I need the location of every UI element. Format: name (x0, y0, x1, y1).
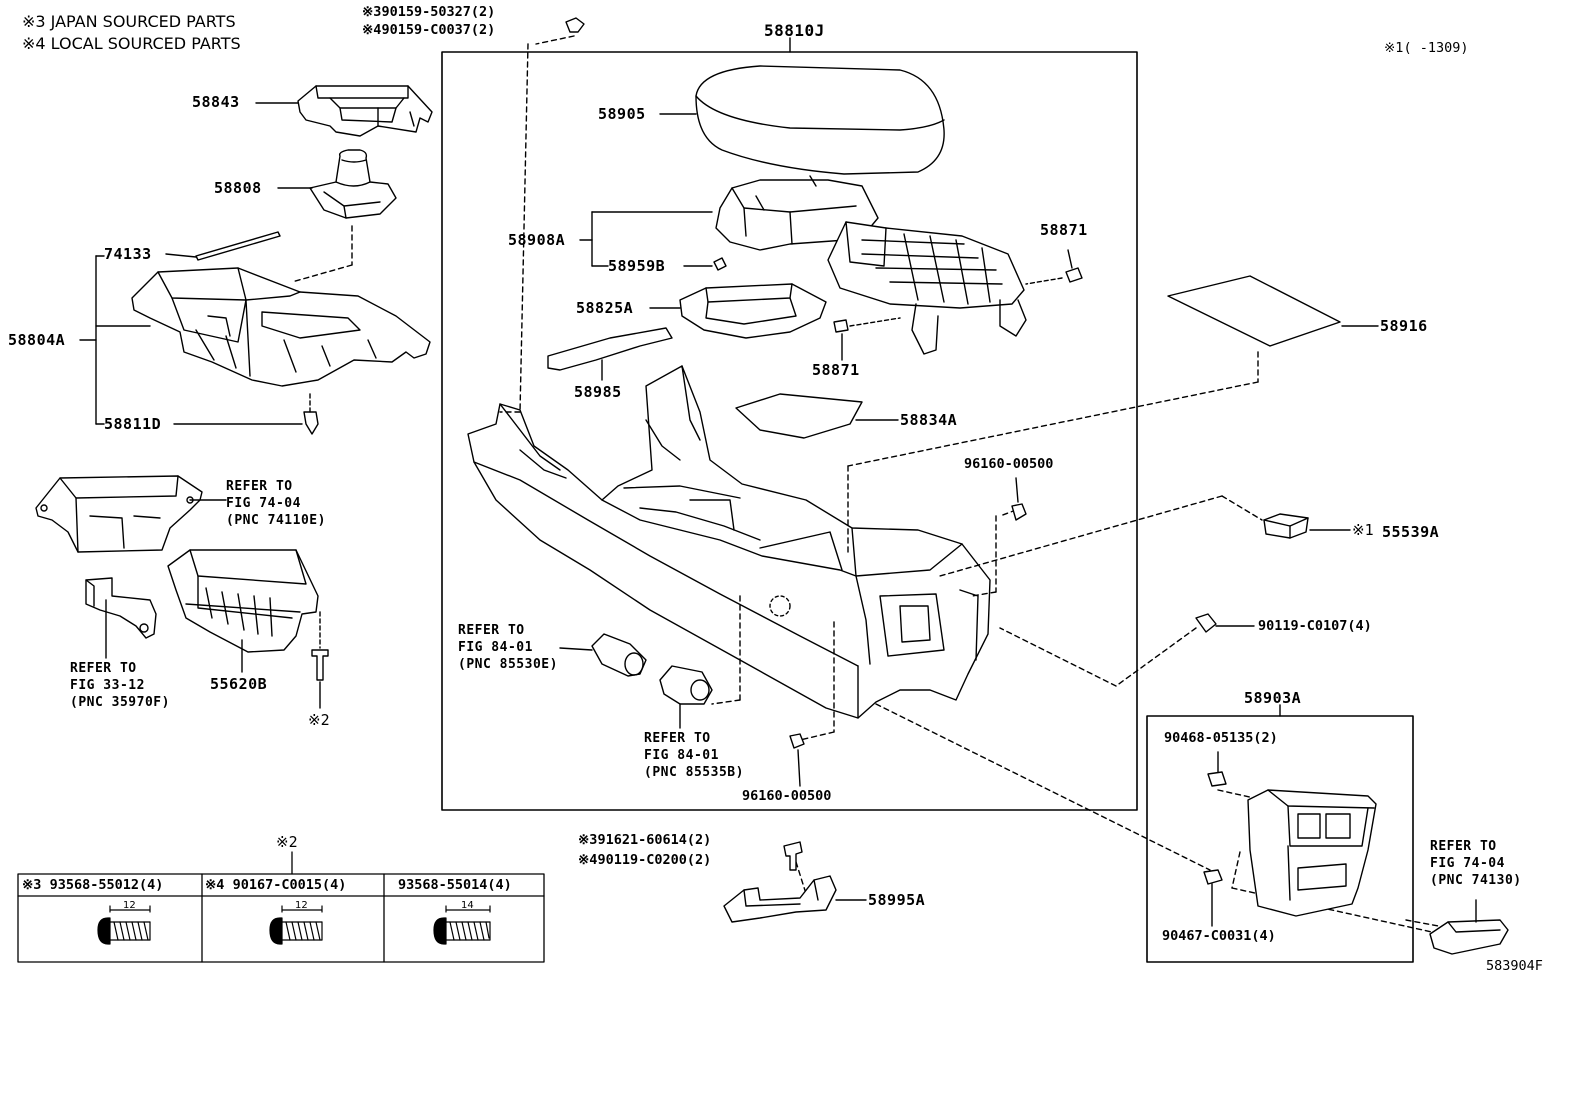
part-55620B-box (167, 549, 319, 653)
label-96160-upper[interactable]: 96160-00500 (964, 456, 1054, 472)
label-58811D[interactable]: 58811D (104, 415, 162, 433)
refer-line: (PNC 35970F) (70, 695, 170, 710)
part-35970F-ref (85, 577, 157, 639)
label-96160-lower[interactable]: 96160-00500 (742, 788, 832, 804)
bolt-table-header-1: ※3 93568-55012(4) (22, 877, 164, 893)
refer-line: FIG 33-12 (70, 678, 145, 693)
label-58871-upper[interactable]: 58871 (1040, 221, 1088, 239)
part-console-body (467, 365, 991, 719)
part-90467-clip (1203, 869, 1223, 885)
refer-line: FIG 84-01 (644, 748, 719, 763)
label-58843[interactable]: 58843 (192, 93, 240, 111)
label-90468[interactable]: 90468-05135(2) (1164, 730, 1278, 746)
part-58825A-tray (679, 283, 827, 339)
part-55539A-socket (1263, 513, 1309, 539)
label-58871-lower[interactable]: 58871 (812, 361, 860, 379)
label-58995A[interactable]: 58995A (868, 891, 926, 909)
part-58834A-mat (735, 393, 863, 439)
refer-74130[interactable]: REFER TO FIG 74-04 (PNC 74130) (1430, 838, 1522, 889)
refer-line: (PNC 85530E) (458, 657, 558, 672)
label-58908A[interactable]: 58908A (508, 231, 566, 249)
bolt-dim-3: 14 (461, 900, 474, 911)
part-74130-ref (1429, 919, 1509, 955)
part-58808-boot (309, 149, 397, 219)
refer-line: REFER TO (1430, 839, 1497, 854)
bolt-dim-2: 12 (295, 900, 308, 911)
label-screw-top-1: ※390159-50327(2) (362, 4, 496, 20)
refer-line: (PNC 85535B) (644, 765, 744, 780)
part-58871-trayframe (827, 221, 1027, 355)
part-74110E-ref (35, 475, 203, 553)
refer-85530E[interactable]: REFER TO FIG 84-01 (PNC 85530E) (458, 622, 558, 673)
label-58825A[interactable]: 58825A (576, 299, 634, 317)
label-58804A[interactable]: 58804A (8, 331, 66, 349)
part-screw-mark2 (311, 649, 329, 681)
refer-line: REFER TO (644, 731, 711, 746)
refer-line: (PNC 74110E) (226, 513, 326, 528)
label-bolt-1: ※391621-60614(2) (578, 832, 712, 848)
note-local-sourced: ※4 LOCAL SOURCED PARTS (22, 34, 241, 53)
bolt-table-title: ※2 (276, 833, 298, 851)
label-55539A-mark: ※1 (1352, 521, 1374, 539)
part-58959B-screw (713, 257, 727, 271)
refer-line: FIG 74-04 (1430, 856, 1505, 871)
part-96160-clip-upper (1011, 503, 1027, 521)
part-58804A-frame (131, 267, 431, 387)
label-55620B[interactable]: 55620B (210, 675, 268, 693)
label-58808[interactable]: 58808 (214, 179, 262, 197)
part-58871-clip (833, 319, 849, 333)
part-58985-strip (547, 327, 673, 371)
part-58871-pin (1065, 267, 1083, 283)
label-58903A[interactable]: 58903A (1244, 689, 1302, 707)
refer-74110E[interactable]: REFER TO FIG 74-04 (PNC 74110E) (226, 478, 326, 529)
label-90467[interactable]: 90467-C0031(4) (1162, 928, 1276, 944)
part-58916-mat (1167, 275, 1341, 347)
refer-85535B[interactable]: REFER TO FIG 84-01 (PNC 85535B) (644, 730, 744, 781)
note-japan-sourced: ※3 JAPAN SOURCED PARTS (22, 12, 236, 31)
part-58995A-bracket (723, 875, 837, 923)
bolt-dim-1: 12 (123, 900, 136, 911)
label-58905[interactable]: 58905 (598, 105, 646, 123)
bolt-drawings (97, 905, 491, 945)
part-58903A-panel (1247, 789, 1377, 917)
label-screw-top-2: ※490159-C0037(2) (362, 22, 496, 38)
bolt-table-header-2: ※4 90167-C0015(4) (205, 877, 347, 893)
refer-line: (PNC 74130) (1430, 873, 1522, 888)
label-58985[interactable]: 58985 (574, 383, 622, 401)
part-85535B-ref (659, 665, 713, 705)
refer-line: REFER TO (226, 479, 293, 494)
label-bolt-2: ※490119-C0200(2) (578, 852, 712, 868)
bolt-table-header-3: 93568-55014(4) (398, 877, 512, 893)
label-58810J[interactable]: 58810J (764, 21, 825, 40)
part-58905-lid (695, 65, 945, 175)
part-58843-bezel (297, 85, 433, 137)
refer-line: REFER TO (70, 661, 137, 676)
part-85530E-ref (591, 633, 647, 677)
part-bolt-58995A (783, 841, 803, 871)
bolt-table (17, 851, 545, 963)
refer-line: FIG 84-01 (458, 640, 533, 655)
note-applicability: ※1( -1309) (1384, 40, 1469, 56)
part-58908A-hinge (715, 175, 879, 251)
label-90119[interactable]: 90119-C0107(4) (1258, 618, 1372, 634)
label-74133[interactable]: 74133 (104, 245, 152, 263)
part-58811D-clip (303, 411, 319, 435)
part-96160-clip-lower (789, 733, 805, 749)
label-58916[interactable]: 58916 (1380, 317, 1428, 335)
refer-35970F[interactable]: REFER TO FIG 33-12 (PNC 35970F) (70, 660, 170, 711)
label-58834A[interactable]: 58834A (900, 411, 958, 429)
refer-line: REFER TO (458, 623, 525, 638)
refer-line: FIG 74-04 (226, 496, 301, 511)
label-55539A[interactable]: 55539A (1382, 523, 1440, 541)
label-58959B[interactable]: 58959B (608, 257, 666, 275)
part-90468-clip (1207, 771, 1227, 787)
part-90119-screw (1195, 613, 1217, 633)
label-mark2: ※2 (308, 711, 330, 729)
part-74133-strip (195, 231, 281, 261)
figure-code: 583904F (1486, 958, 1543, 974)
part-screw-top (565, 17, 585, 33)
